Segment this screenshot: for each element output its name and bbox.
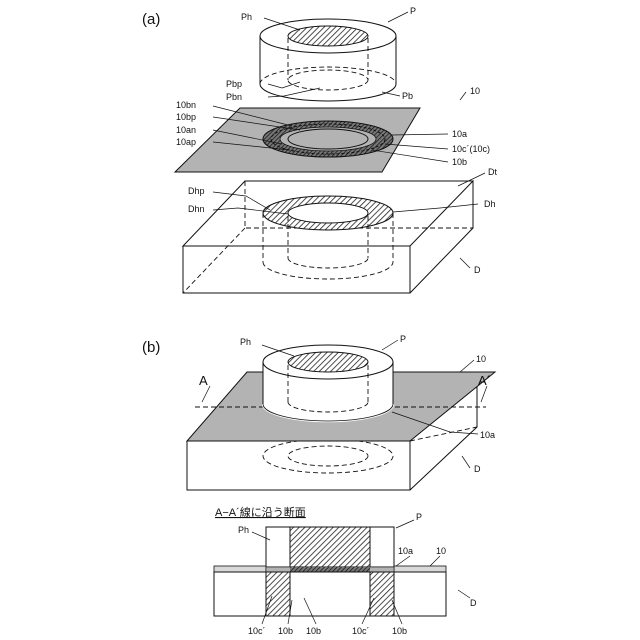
label-10c-right: 10c´ bbox=[352, 626, 370, 636]
label-sheet-b: 10 bbox=[476, 354, 486, 364]
die-section bbox=[214, 572, 446, 616]
panel-b: (b) bbox=[142, 334, 495, 490]
label-10a-b: 10a bbox=[480, 430, 495, 440]
label-dt: Dt bbox=[488, 167, 497, 177]
label-ph-a: Ph bbox=[241, 12, 252, 22]
label-d-sec: D bbox=[470, 598, 477, 608]
panel-a: (a) bbox=[142, 6, 497, 293]
label-dhn: Dhn bbox=[188, 204, 205, 214]
punch-section bbox=[266, 527, 394, 567]
panel-b-title: (b) bbox=[142, 339, 160, 356]
label-10ap: 10ap bbox=[176, 137, 196, 147]
label-p-sec: P bbox=[416, 512, 422, 522]
label-10bn: 10bn bbox=[176, 100, 196, 110]
label-sheet-sec: 10 bbox=[436, 546, 446, 556]
label-dh: Dh bbox=[484, 199, 496, 209]
panel-a-title: (a) bbox=[142, 11, 160, 28]
label-10b-mid: 10b bbox=[306, 626, 321, 636]
label-10c: 10c´(10c) bbox=[452, 144, 490, 154]
label-10bp: 10bp bbox=[176, 112, 196, 122]
label-sheet-a: 10 bbox=[470, 86, 480, 96]
label-10an: 10an bbox=[176, 125, 196, 135]
label-p-a: P bbox=[410, 6, 416, 16]
label-10b-left: 10b bbox=[278, 626, 293, 636]
section-title: A−A´線に沿う断面 bbox=[215, 505, 306, 519]
sheet-a bbox=[175, 108, 420, 172]
label-a-left: A bbox=[199, 373, 208, 388]
label-10b-a: 10b bbox=[452, 157, 467, 167]
label-10c-left: 10c´ bbox=[248, 626, 266, 636]
label-a-right: A´ bbox=[478, 373, 491, 388]
die-a bbox=[183, 181, 473, 293]
label-10b-right: 10b bbox=[392, 626, 407, 636]
sheet-section bbox=[214, 566, 446, 572]
label-pb: Pb bbox=[402, 91, 413, 101]
label-pbn: Pbn bbox=[226, 92, 242, 102]
label-10a-a: 10a bbox=[452, 129, 467, 139]
label-d-a: D bbox=[474, 265, 481, 275]
label-10a-sec: 10a bbox=[398, 546, 413, 556]
label-p-b: P bbox=[400, 334, 406, 344]
punch-b bbox=[263, 345, 393, 421]
label-ph-b: Ph bbox=[240, 337, 251, 347]
label-pbp: Pbp bbox=[226, 79, 242, 89]
label-dhp: Dhp bbox=[188, 186, 205, 196]
label-d-b: D bbox=[474, 464, 481, 474]
section-view: A−A´線に沿う断面 bbox=[214, 505, 477, 636]
punch-a bbox=[260, 19, 396, 101]
label-ph-sec: Ph bbox=[238, 525, 249, 535]
